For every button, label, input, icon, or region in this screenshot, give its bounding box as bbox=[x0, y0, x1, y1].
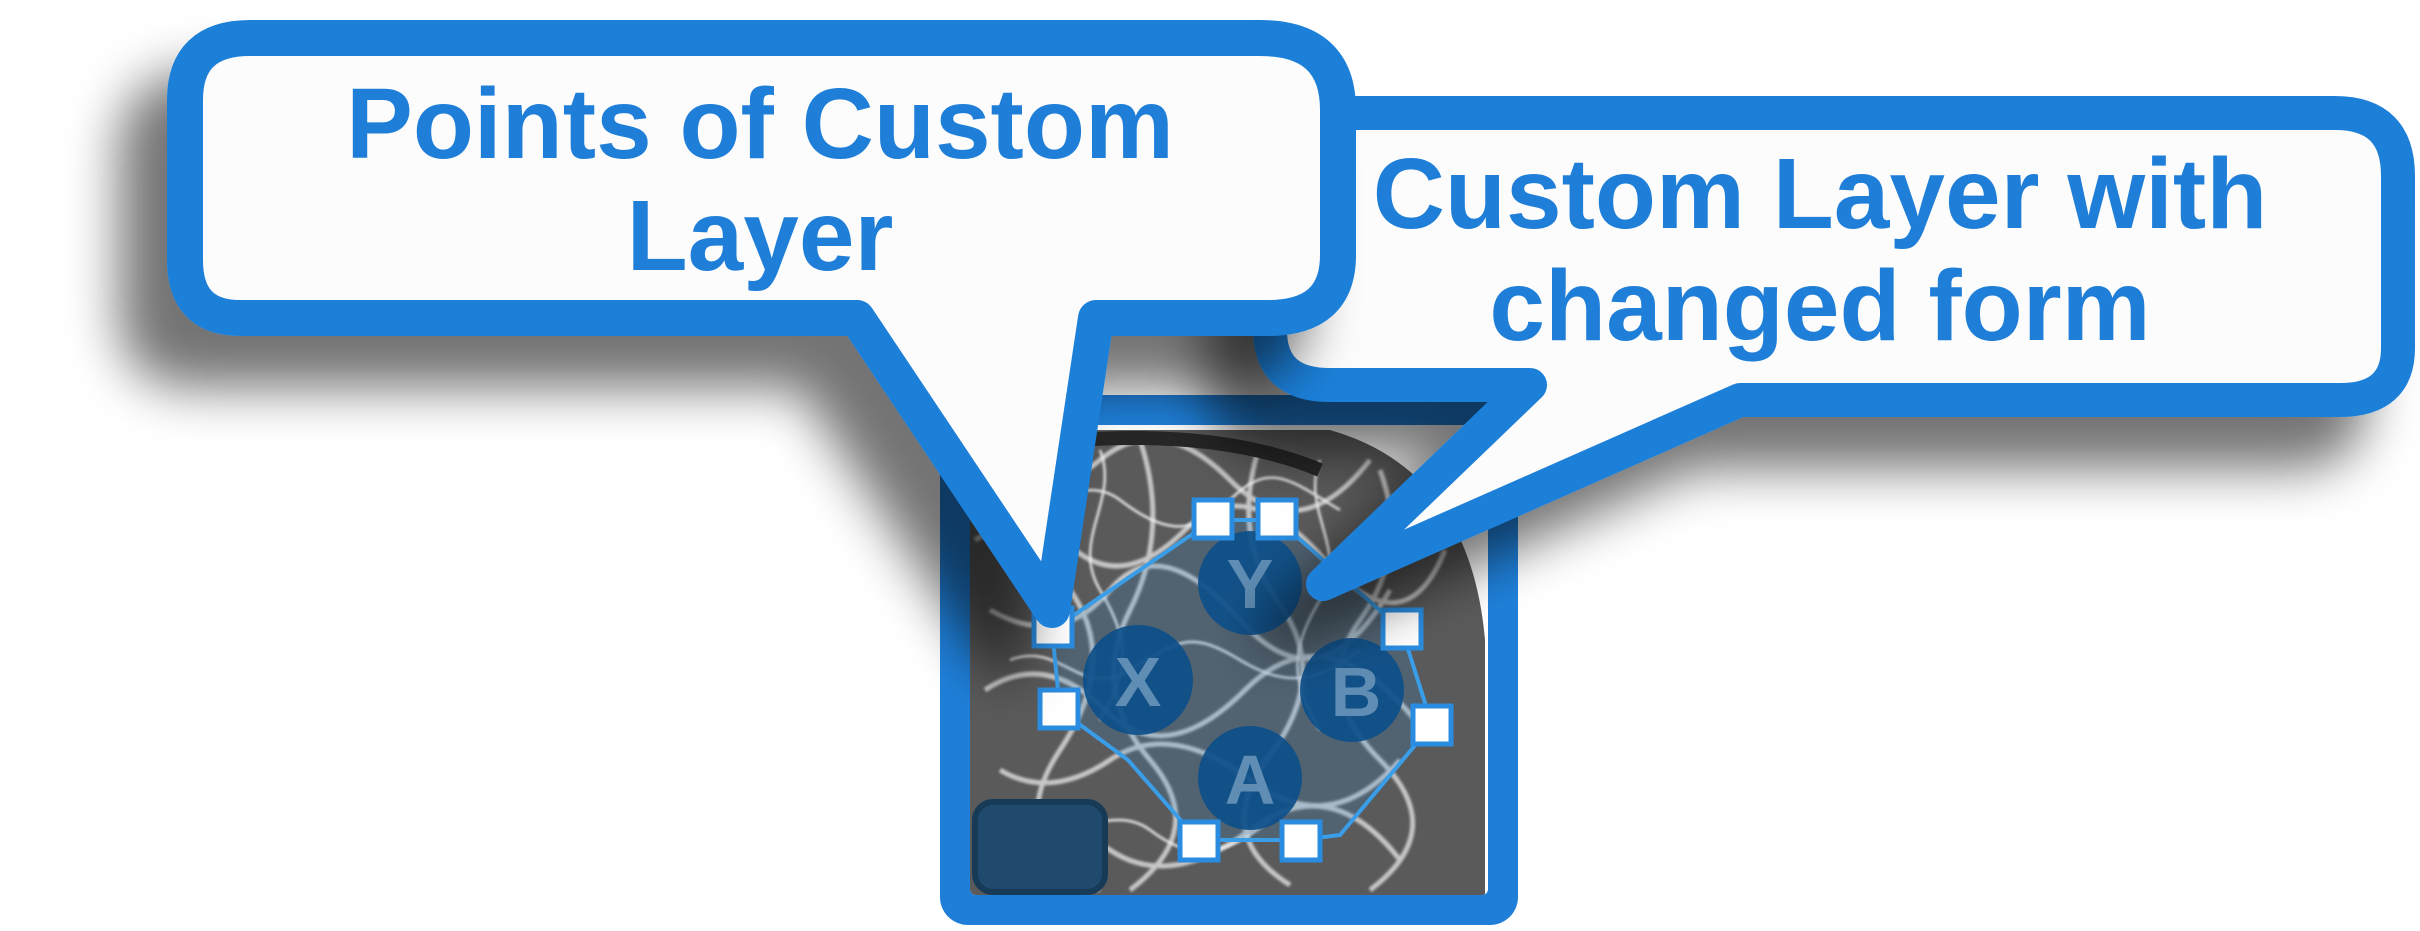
callout-right-label: Custom Layer with changed form bbox=[1170, 138, 2420, 362]
svg-text:B: B bbox=[1331, 653, 1382, 731]
stick-pad bbox=[972, 799, 1108, 895]
callout-right-line-2: changed form bbox=[1489, 250, 2151, 362]
control-point[interactable] bbox=[1279, 819, 1323, 863]
button-x: X bbox=[1083, 625, 1193, 735]
callout-left-line-2: Layer bbox=[626, 180, 894, 292]
callout-points-of-layer bbox=[167, 20, 1356, 628]
callout-left-label: Points of Custom Layer bbox=[160, 68, 1360, 292]
button-b: B bbox=[1300, 638, 1404, 742]
control-point[interactable] bbox=[1410, 703, 1454, 747]
control-point[interactable] bbox=[1177, 819, 1221, 863]
svg-text:Y: Y bbox=[1227, 545, 1274, 623]
button-y: Y bbox=[1198, 531, 1302, 635]
control-point[interactable] bbox=[1191, 497, 1235, 541]
svg-text:A: A bbox=[1225, 741, 1276, 819]
callout-right-line-1: Custom Layer with bbox=[1372, 138, 2268, 250]
svg-text:X: X bbox=[1115, 643, 1162, 721]
button-a: A bbox=[1198, 726, 1302, 830]
control-point[interactable] bbox=[1037, 687, 1081, 731]
control-point[interactable] bbox=[1380, 607, 1424, 651]
control-point[interactable] bbox=[1255, 497, 1299, 541]
callout-left-line-1: Points of Custom bbox=[346, 68, 1174, 180]
